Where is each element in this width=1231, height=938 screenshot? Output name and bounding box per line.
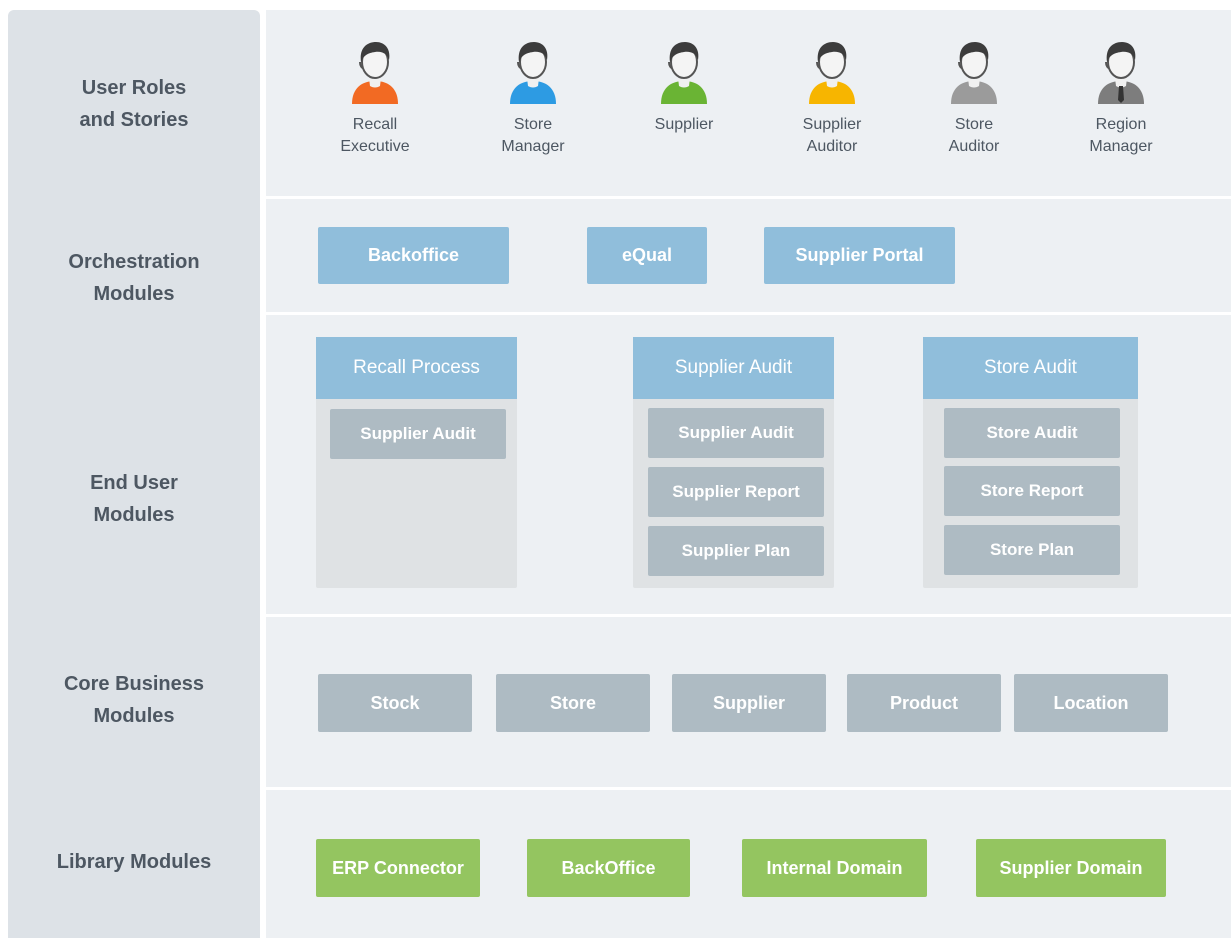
group-store-audit: Store Audit Store Audit Store Report Sto… <box>923 337 1138 588</box>
core-product: Product <box>847 674 1001 732</box>
role-supplier: Supplier <box>624 40 744 136</box>
core-stock: Stock <box>318 674 472 732</box>
role-store-manager: Store Manager <box>473 40 593 158</box>
row-label-orchestration: Orchestration Modules <box>68 251 200 305</box>
role-store-auditor: Store Auditor <box>914 40 1034 158</box>
submodule-store-audit: Store Audit <box>944 408 1120 458</box>
role-label: Supplier <box>654 116 714 133</box>
person-icon <box>951 42 997 104</box>
group-recall-process: Recall Process Supplier Audit <box>316 337 517 588</box>
library-erp-connector: ERP Connector <box>316 839 480 897</box>
role-supplier-auditor: Supplier Auditor <box>772 40 892 158</box>
group-title: Supplier Audit <box>633 337 834 399</box>
row-label-end-user: End User Modules <box>90 472 178 526</box>
person-icon <box>809 42 855 104</box>
core-store: Store <box>496 674 650 732</box>
person-icon <box>661 42 707 104</box>
group-title: Store Audit <box>923 337 1138 399</box>
person-with-tie-icon <box>1098 42 1144 104</box>
library-internal-domain: Internal Domain <box>742 839 927 897</box>
person-icon <box>352 42 398 104</box>
sidebar <box>8 10 260 938</box>
submodule-store-plan: Store Plan <box>944 525 1120 575</box>
submodule-supplier-audit: Supplier Audit <box>330 409 506 459</box>
core-supplier: Supplier <box>672 674 826 732</box>
submodule-supplier-audit: Supplier Audit <box>648 408 824 458</box>
submodule-store-report: Store Report <box>944 466 1120 516</box>
role-label: Recall Executive <box>340 116 410 155</box>
library-backoffice: BackOffice <box>527 839 690 897</box>
library-supplier-domain: Supplier Domain <box>976 839 1166 897</box>
group-title: Recall Process <box>316 337 517 399</box>
person-icon <box>510 42 556 104</box>
submodule-supplier-report: Supplier Report <box>648 467 824 517</box>
role-label: Store Auditor <box>948 116 1000 155</box>
role-label: Region Manager <box>1089 116 1153 155</box>
row-label-roles: User Roles and Stories <box>79 77 189 131</box>
group-supplier-audit: Supplier Audit Supplier Audit Supplier R… <box>633 337 834 588</box>
role-region-manager: Region Manager <box>1061 40 1181 158</box>
role-label: Store Manager <box>501 116 565 155</box>
row-label-library: Library Modules <box>56 851 212 873</box>
row-label-core: Core Business Modules <box>63 673 205 727</box>
module-backoffice: Backoffice <box>318 227 509 284</box>
core-location: Location <box>1014 674 1168 732</box>
module-supplier-portal: Supplier Portal <box>764 227 955 284</box>
role-label: Supplier Auditor <box>802 116 862 155</box>
submodule-supplier-plan: Supplier Plan <box>648 526 824 576</box>
role-recall-executive: Recall Executive <box>315 40 435 158</box>
roles-panel <box>266 10 1231 196</box>
module-equal: eQual <box>587 227 707 284</box>
